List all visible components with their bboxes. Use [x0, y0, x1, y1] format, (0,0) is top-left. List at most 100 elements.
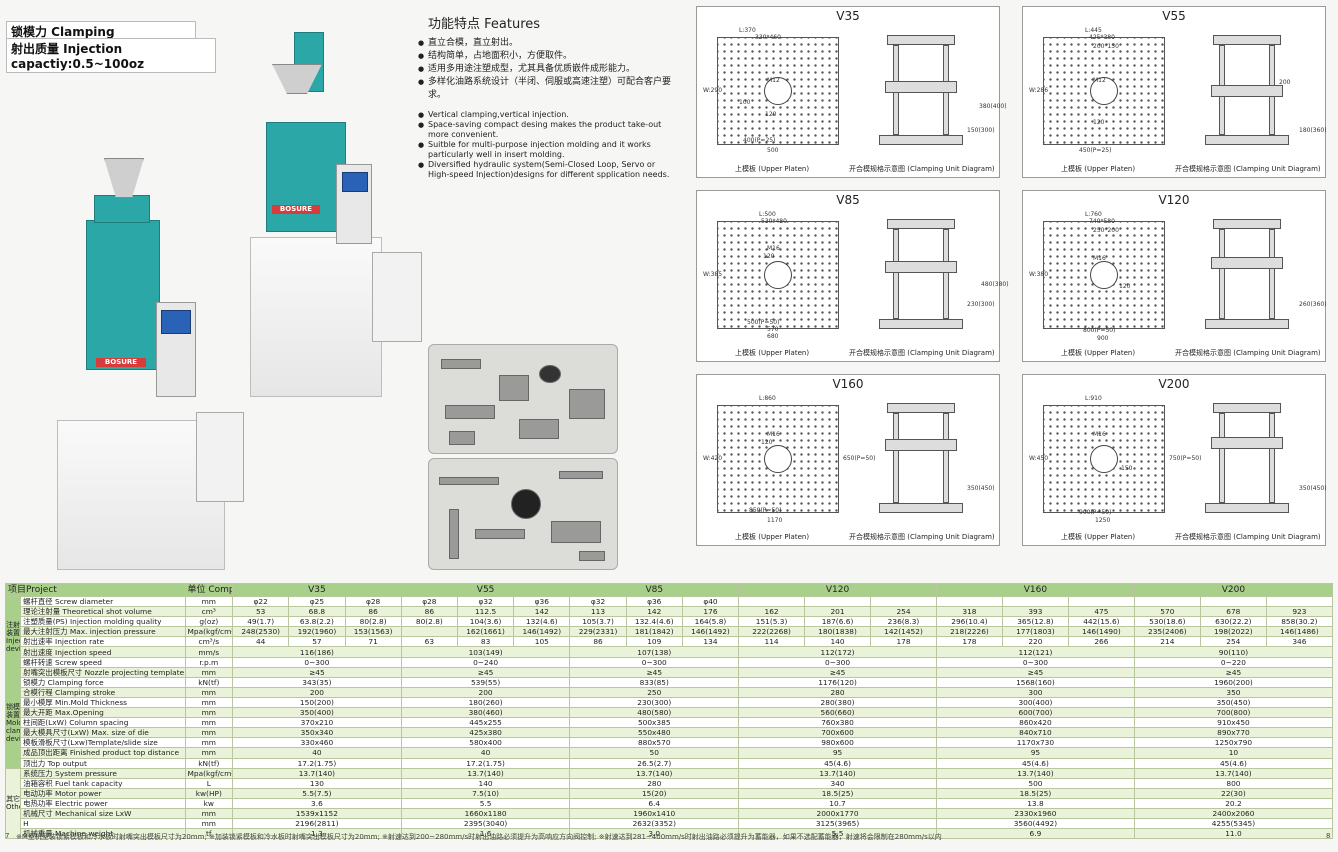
row-unit: mm [184, 707, 234, 719]
table-cell: φ28 [400, 595, 458, 608]
row-label: 射嘴突出模板尺寸 Nozzle projecting template size [20, 666, 186, 678]
table-cell: 1.6 [400, 828, 571, 840]
table-cell: 0~300 [738, 656, 937, 668]
clamping-unit-caption: 开合模规格示意图 (Clamping Unit Diagram) [1175, 165, 1321, 173]
table-cell: 10 [1133, 747, 1334, 759]
row-label: 螺杆直径 Screw diameter [20, 595, 186, 608]
table-cell: 350(450) [1133, 696, 1334, 709]
table-cell: 0~300 [569, 656, 740, 668]
dimension-label: 1170 [767, 517, 783, 524]
table-cell: 1539x1152 [232, 807, 402, 820]
table-cell: 80(2.8) [400, 616, 458, 628]
table-cell: 164(5.8) [681, 616, 740, 628]
upper-platen-drawing [1043, 405, 1165, 513]
header-model-v55: V55 [400, 583, 571, 597]
row-unit: kw [184, 797, 234, 809]
diagram-title: V55 [1162, 9, 1186, 23]
table-cell: 45(4.6) [1133, 757, 1334, 769]
feature-en-item: Suitble for multi-purpose injection mold… [412, 140, 677, 160]
table-cell: 50 [569, 747, 740, 759]
table-cell: 0~220 [1133, 656, 1334, 668]
dimension-label: 750(P=50) [1169, 455, 1202, 462]
table-cell: ≥45 [1133, 666, 1334, 678]
table-cell: 250 [569, 686, 740, 698]
table-cell: 248(2530) [232, 626, 290, 638]
table-cell: 2330x1960 [935, 807, 1135, 820]
table-cell: 200 [232, 686, 402, 698]
dimension-label: L:445 [1085, 27, 1102, 34]
table-cell: 153(1563) [344, 626, 402, 638]
dimension-label: 350(450) [1299, 485, 1327, 492]
upper-platen-drawing [1043, 221, 1165, 329]
control-screen-icon [161, 310, 191, 334]
clamping-unit-drawing [1201, 31, 1293, 149]
table-cell: 230(300) [569, 696, 740, 709]
table-cell: ≥45 [569, 666, 740, 678]
table-cell: 530(18.6) [1133, 616, 1201, 628]
table-cell: 11.0 [1133, 828, 1334, 840]
table-cell: 2400x2060 [1133, 807, 1334, 820]
table-cell: 18.5(25) [738, 787, 937, 799]
table-cell: 151(5.3) [738, 616, 806, 628]
group-label-inj: 注射装置 Injection device [4, 596, 22, 678]
header-model-v120: V120 [738, 583, 937, 597]
table-cell: 0~240 [400, 656, 571, 668]
dimension-label: 120 [765, 111, 777, 118]
table-cell: φ28 [344, 595, 402, 608]
table-cell: 222(2268) [738, 626, 806, 638]
table-cell: 840x710 [935, 727, 1135, 739]
insert-parts-photo [428, 344, 618, 454]
row-label: 最大模具尺寸(LxW) Max. size of die [20, 727, 186, 739]
table-cell: 280 [569, 777, 740, 789]
dimension-label: W:385 [703, 271, 723, 278]
table-cell: 370x210 [232, 717, 402, 729]
dimension-label: 570 [767, 326, 779, 333]
upper-platen-drawing [1043, 37, 1165, 145]
table-row: 锁模装置 Mold clamping device锁模力 Clamping fo… [4, 676, 1334, 769]
dimension-label: 330*460 [755, 34, 781, 41]
header-project: 项目Project [5, 583, 186, 597]
table-cell: 266 [1067, 636, 1135, 648]
table-cell: 26.5(2.7) [569, 757, 740, 769]
table-cell: 5.5 [400, 797, 571, 809]
table-cell: 0~300 [935, 656, 1135, 668]
table-row: 注射装置 Injection device螺杆直径 Screw diameter… [4, 595, 1334, 678]
table-cell: 235(2406) [1133, 626, 1201, 638]
upper-platen-drawing [717, 221, 839, 329]
diagram-v85: V85 L:500 530*480 M16 120 500(P=50) 570 … [696, 190, 1009, 362]
table-cell: 177(1803) [1001, 626, 1069, 638]
table-cell: 1960x1410 [569, 807, 740, 820]
diagram-title: V120 [1158, 193, 1190, 207]
row-label: 射出速度 Injection speed [20, 646, 186, 658]
injection-capacity-heading: 射出质量 Injection capactiy:0.5~100oz [6, 38, 216, 73]
table-cell: 40 [400, 747, 571, 759]
dimension-label: W:420 [703, 455, 723, 462]
table-cell [870, 595, 937, 608]
table-row: 其它 Other系统压力 System pressureMpa(kgf/cm²)… [4, 767, 1334, 840]
table-cell: 800 [1133, 777, 1334, 789]
table-cell: φ25 [288, 595, 346, 608]
dimension-label: 150(300) [967, 127, 995, 134]
table-cell: 109 [625, 636, 683, 648]
row-label: 螺杆转速 Screw speed [20, 656, 186, 668]
table-cell: 550x480 [569, 727, 740, 739]
table-cell: 146(1486) [1265, 626, 1334, 638]
table-cell: 45(4.6) [738, 757, 937, 769]
dimension-label: W:286 [1029, 87, 1049, 94]
feature-cn-item: 结构简单，占地面积小，方便取件。 [412, 50, 677, 63]
row-unit: mm [184, 807, 234, 820]
table-cell: 10.7 [738, 797, 937, 809]
machine-image-large: BOSURE [36, 150, 246, 570]
table-cell: 678 [1199, 606, 1267, 618]
table-cell: 700x600 [738, 727, 937, 739]
table-cell: φ36 [625, 595, 683, 608]
table-cell: 13.7(140) [935, 767, 1135, 779]
dimension-label: L:370 [739, 27, 756, 34]
row-label: H [20, 818, 186, 830]
table-cell: 146(1492) [513, 626, 571, 638]
row-unit: mm [184, 686, 234, 698]
table-cell: ≥45 [738, 666, 937, 678]
